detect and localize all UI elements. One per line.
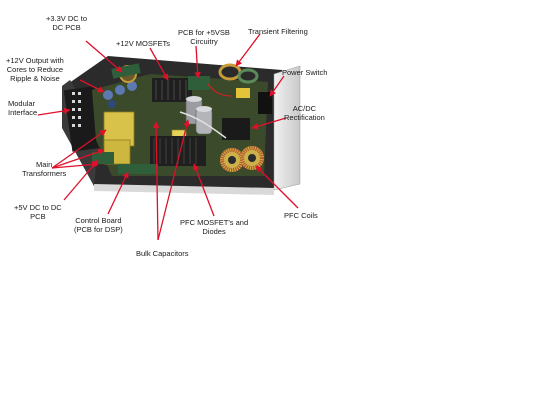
arrow-pfc-coils	[255, 165, 299, 209]
vsb-pcb	[188, 76, 210, 90]
callout-arrows	[37, 33, 299, 241]
arrow-out12	[79, 79, 105, 93]
pfc-heatsink-fins	[153, 138, 197, 164]
acdc-heatsink	[222, 118, 250, 140]
label-bulk-caps: Bulk Capacitors	[136, 249, 189, 258]
arrow-power-switch	[269, 75, 285, 97]
label-control: Control Board (PCB for DSP)	[74, 216, 123, 234]
arrow-pcb5vsb	[194, 45, 201, 79]
control-board	[118, 164, 158, 174]
psu-photo	[62, 56, 301, 195]
arrow-dc5	[63, 159, 99, 201]
chassis-front-lip	[94, 184, 274, 195]
wire-red	[207, 83, 233, 97]
arrow-main-tx-2	[51, 148, 105, 169]
filter-cap-yellow	[236, 88, 250, 98]
label-dc33: +3.3V DC to DC PCB	[46, 14, 88, 32]
label-power-switch: Power Switch	[282, 68, 328, 77]
arrow-main-tx-3	[51, 161, 99, 169]
dc-dc-33-pcb	[111, 63, 141, 79]
arrow-transient	[235, 33, 261, 67]
arrow-modular	[37, 107, 71, 116]
mosfet-heatsink	[152, 78, 192, 102]
heatsink-fins	[155, 80, 187, 100]
label-pfc-mosfet: PFC MOSFET's and Diodes	[180, 218, 249, 236]
arrow-main-tx-1	[51, 129, 107, 169]
label-main-tx: Main Transformers	[22, 160, 67, 178]
pfc-coil-2-hole	[248, 154, 256, 162]
label-mosfet12: +12V MOSFETs	[116, 39, 170, 48]
wire-bundle	[179, 111, 227, 139]
arrow-dc33	[85, 40, 123, 73]
arrow-bulk-1	[152, 121, 160, 241]
filter-coil-2	[237, 68, 259, 84]
label-pcb5vsb: PCB for +5VSB Circuitry	[178, 28, 230, 46]
modular-pins	[72, 92, 81, 127]
bulk-cap-top-1	[186, 96, 202, 102]
bulk-cap-top-2	[196, 106, 212, 112]
arrow-bulk-2	[157, 119, 190, 241]
chassis-right-wall	[273, 65, 301, 191]
arrow-pfc-mosfet	[193, 163, 215, 217]
label-acdc: AC/DC Rectification	[284, 104, 325, 122]
pfc-coil-2-winding	[240, 146, 264, 170]
label-modular: Modular Interface	[8, 99, 38, 117]
pfc-coil-1-hole	[228, 156, 236, 164]
label-transient: Transient Filtering	[248, 27, 308, 36]
output-caps	[103, 81, 137, 108]
label-dc5: +5V DC to DC PCB	[14, 203, 62, 221]
arrow-acdc	[251, 117, 287, 130]
arrow-mosfet12	[149, 47, 169, 81]
label-out12: +12V Output with Cores to Reduce Ripple …	[6, 56, 64, 83]
main-pcb	[92, 74, 268, 176]
power-switch-block	[258, 92, 272, 114]
arrow-control	[107, 171, 129, 215]
label-pfc-coils: PFC Coils	[284, 211, 318, 220]
